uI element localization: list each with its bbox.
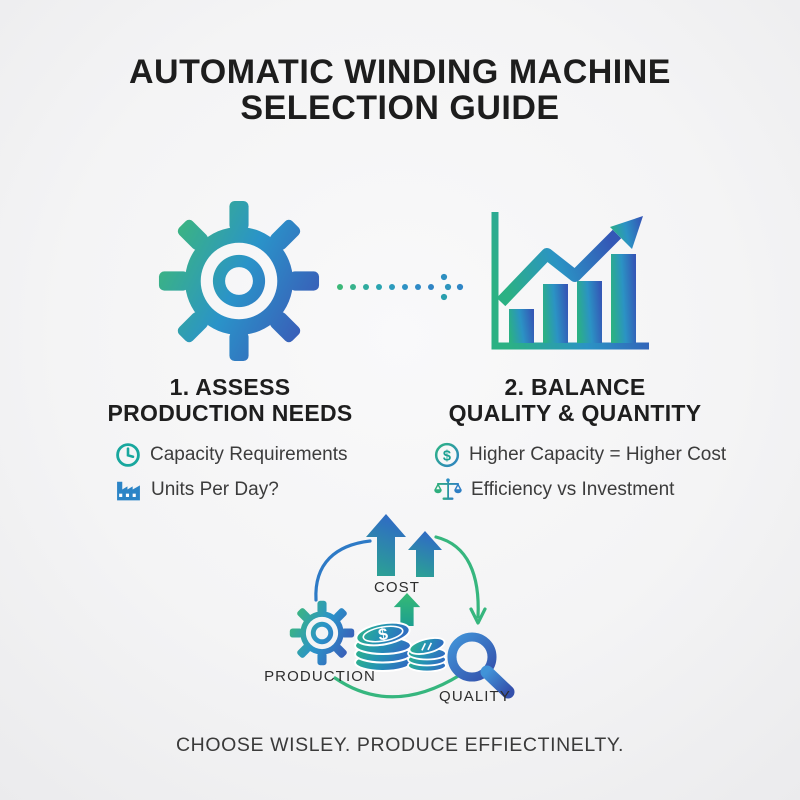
list-item-efficiency: Efficiency vs Investment [434, 477, 730, 503]
list-item-higher-cost: $ Higher Capacity = Higher Cost [434, 442, 730, 468]
cycle-label-cost: COST [373, 579, 421, 596]
list-item-label: Capacity Requirements [150, 444, 348, 465]
money-coins-icon: $ [354, 621, 447, 672]
step-2-heading: 2. BALANCE QUALITY & QUANTITY [420, 374, 730, 426]
step-1-heading: 1. ASSESS PRODUCTION NEEDS [85, 374, 375, 426]
page-title-line2: SELECTION GUIDE [240, 89, 560, 127]
dollar-glyph: $ [443, 448, 451, 464]
small-gear-icon [287, 598, 357, 668]
list-item-label: Units Per Day? [151, 478, 279, 500]
magnifier-icon [447, 632, 515, 699]
step-1-heading-line2: PRODUCTION NEEDS [107, 400, 353, 426]
cycle-arrowhead-quality [469, 607, 487, 625]
cycle-arc-quality-to-production [333, 673, 462, 699]
step-1-assess: 1. ASSESS PRODUCTION NEEDS Capacity Requ… [85, 374, 375, 502]
step-2-balance: 2. BALANCE QUALITY & QUANTITY $ Higher C… [420, 374, 730, 503]
cycle-arc-production-to-cost [314, 539, 372, 602]
dollar-circle-icon: $ [434, 442, 460, 468]
page-title: AUTOMATIC WINDING MACHINE SELECTION GUID… [0, 54, 800, 126]
coin-dollar-glyph: $ [377, 624, 390, 644]
dotted-arrow-icon [337, 273, 464, 301]
cycle-arc-cost-to-quality [434, 535, 480, 619]
list-item-label: Higher Capacity = Higher Cost [469, 444, 727, 465]
step-2-heading-line1: 2. BALANCE [504, 374, 646, 400]
step-2-items: $ Higher Capacity = Higher Cost [434, 442, 730, 503]
footer-tagline: CHOOSE WISLEY. PRODUCE EFFIECTINELTY. [175, 734, 625, 756]
gear-icon [152, 194, 326, 368]
cycle-label-production: PRODUCTION [264, 668, 376, 685]
page-title-line1: AUTOMATIC WINDING MACHINE [129, 53, 671, 91]
cycle-arcs [314, 535, 487, 699]
step-2-heading-line2: QUALITY & QUANTITY [448, 400, 702, 426]
clock-icon [116, 443, 140, 467]
cycle-label-quality: QUALITY [439, 688, 511, 705]
step-1-heading-line1: 1. ASSESS [169, 374, 291, 400]
balance-scales-icon [434, 478, 462, 500]
step-1-items: Capacity Requirements Units Per Day? [115, 442, 375, 502]
list-item-units: Units Per Day? [115, 477, 375, 502]
list-item-label: Efficiency vs Investment [471, 479, 675, 500]
growth-bar-chart-icon [491, 212, 649, 350]
cost-up-arrows-icon [366, 514, 442, 577]
up-arrow-icon [393, 593, 421, 627]
list-item-capacity: Capacity Requirements [115, 442, 375, 468]
factory-icon [117, 481, 140, 501]
